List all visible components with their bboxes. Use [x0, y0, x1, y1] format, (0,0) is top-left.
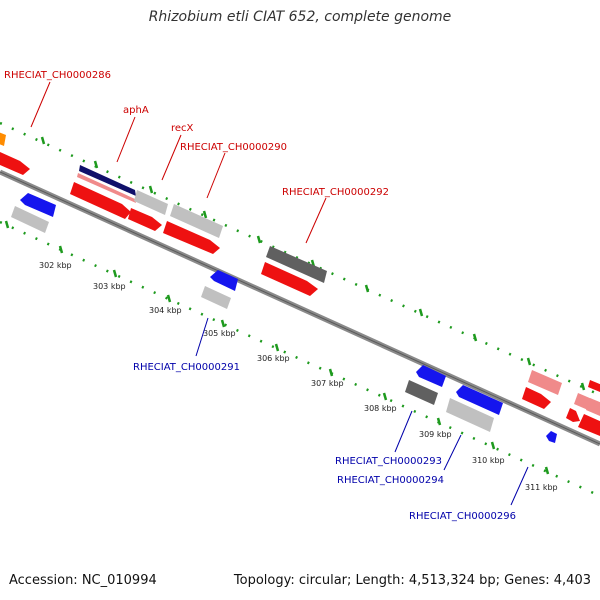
- gene-red-4[interactable]: [261, 262, 318, 296]
- gene-orange[interactable]: [0, 131, 6, 146]
- tick-label: 311 kbp: [525, 483, 558, 492]
- gene-red-2[interactable]: [128, 208, 162, 231]
- gene-blue-294[interactable]: [456, 385, 503, 415]
- gene-gray-290[interactable]: [170, 204, 223, 238]
- gene-pink-3[interactable]: [586, 398, 600, 416]
- gene-red-0[interactable]: [0, 152, 30, 175]
- tick-label: 305 kbp: [203, 329, 236, 338]
- gene-navy-apha[interactable]: [79, 165, 136, 196]
- genome-summary-text: Topology: circular; Length: 4,513,324 bp…: [233, 573, 591, 588]
- tick-label: 309 kbp: [419, 430, 452, 439]
- gene-gray-recx[interactable]: [134, 190, 168, 215]
- tick-label: 306 kbp: [257, 354, 290, 363]
- gene-dark-293[interactable]: [405, 380, 438, 405]
- gene-label-286[interactable]: RHECIAT_CH0000286: [4, 70, 111, 81]
- leader-line: [206, 152, 226, 199]
- gene-gray-294[interactable]: [446, 398, 494, 432]
- accession-text: Accession: NC_010994: [9, 573, 157, 588]
- map-title: Rhizobium etli CIAT 652, complete genome: [148, 9, 452, 25]
- gene-red-3[interactable]: [163, 221, 220, 254]
- gene-red-6[interactable]: [566, 408, 580, 422]
- gene-gray-0[interactable]: [11, 206, 49, 233]
- gene-red-5[interactable]: [522, 387, 551, 409]
- leader-line: [394, 410, 413, 453]
- gene-blue-293[interactable]: [416, 365, 446, 387]
- gene-label-290[interactable]: RHECIAT_CH0000290: [180, 142, 287, 153]
- leader-line: [305, 197, 327, 244]
- gene-gray-291[interactable]: [201, 286, 231, 309]
- gene-label-292[interactable]: RHECIAT_CH0000292: [282, 187, 389, 198]
- gene-label-294[interactable]: RHECIAT_CH0000294: [337, 475, 444, 486]
- leader-line: [116, 116, 136, 163]
- leader-line: [195, 317, 209, 357]
- gene-blue-291[interactable]: [210, 270, 238, 291]
- reverse-genes: [11, 193, 557, 443]
- gene-blue-0[interactable]: [20, 193, 56, 217]
- gene-label-296[interactable]: RHECIAT_CH0000296: [409, 511, 516, 522]
- gene-red-7[interactable]: [578, 414, 600, 436]
- tick-label: 302 kbp: [39, 261, 72, 270]
- upper-gene-labels: RHECIAT_CH0000286 aphA recX RHECIAT_CH00…: [4, 70, 389, 244]
- gene-label-recx[interactable]: recX: [171, 123, 194, 134]
- tick-label: 307 kbp: [311, 379, 344, 388]
- forward-genes: [0, 131, 600, 436]
- tick-label: 303 kbp: [93, 282, 126, 291]
- gene-pink-apha[interactable]: [77, 173, 136, 203]
- lower-gene-labels: RHECIAT_CH0000291 RHECIAT_CH0000293 RHEC…: [133, 317, 529, 522]
- tick-label: 304 kbp: [149, 306, 182, 315]
- genome-backbone: [0, 169, 600, 447]
- upper-dotted-track: [0, 121, 600, 397]
- leader-line: [510, 466, 529, 506]
- tick-label: 308 kbp: [364, 404, 397, 413]
- gene-label-apha[interactable]: aphA: [123, 105, 149, 116]
- gene-dark-292[interactable]: [266, 246, 327, 283]
- leader-line: [443, 434, 462, 471]
- tick-label: 310 kbp: [472, 456, 505, 465]
- scale-labels: 302 kbp 303 kbp 304 kbp 305 kbp 306 kbp …: [39, 261, 558, 492]
- gene-blue-296[interactable]: [546, 431, 557, 443]
- gene-red-8[interactable]: [588, 380, 600, 392]
- gene-label-291[interactable]: RHECIAT_CH0000291: [133, 362, 240, 373]
- lower-major-ticks: [4, 220, 550, 475]
- gene-red-1[interactable]: [70, 182, 131, 219]
- upper-major-ticks: [40, 136, 586, 391]
- leader-line: [30, 81, 51, 128]
- gene-label-293[interactable]: RHECIAT_CH0000293: [335, 456, 442, 467]
- gene-pink-1[interactable]: [528, 370, 562, 395]
- leader-line: [161, 134, 182, 181]
